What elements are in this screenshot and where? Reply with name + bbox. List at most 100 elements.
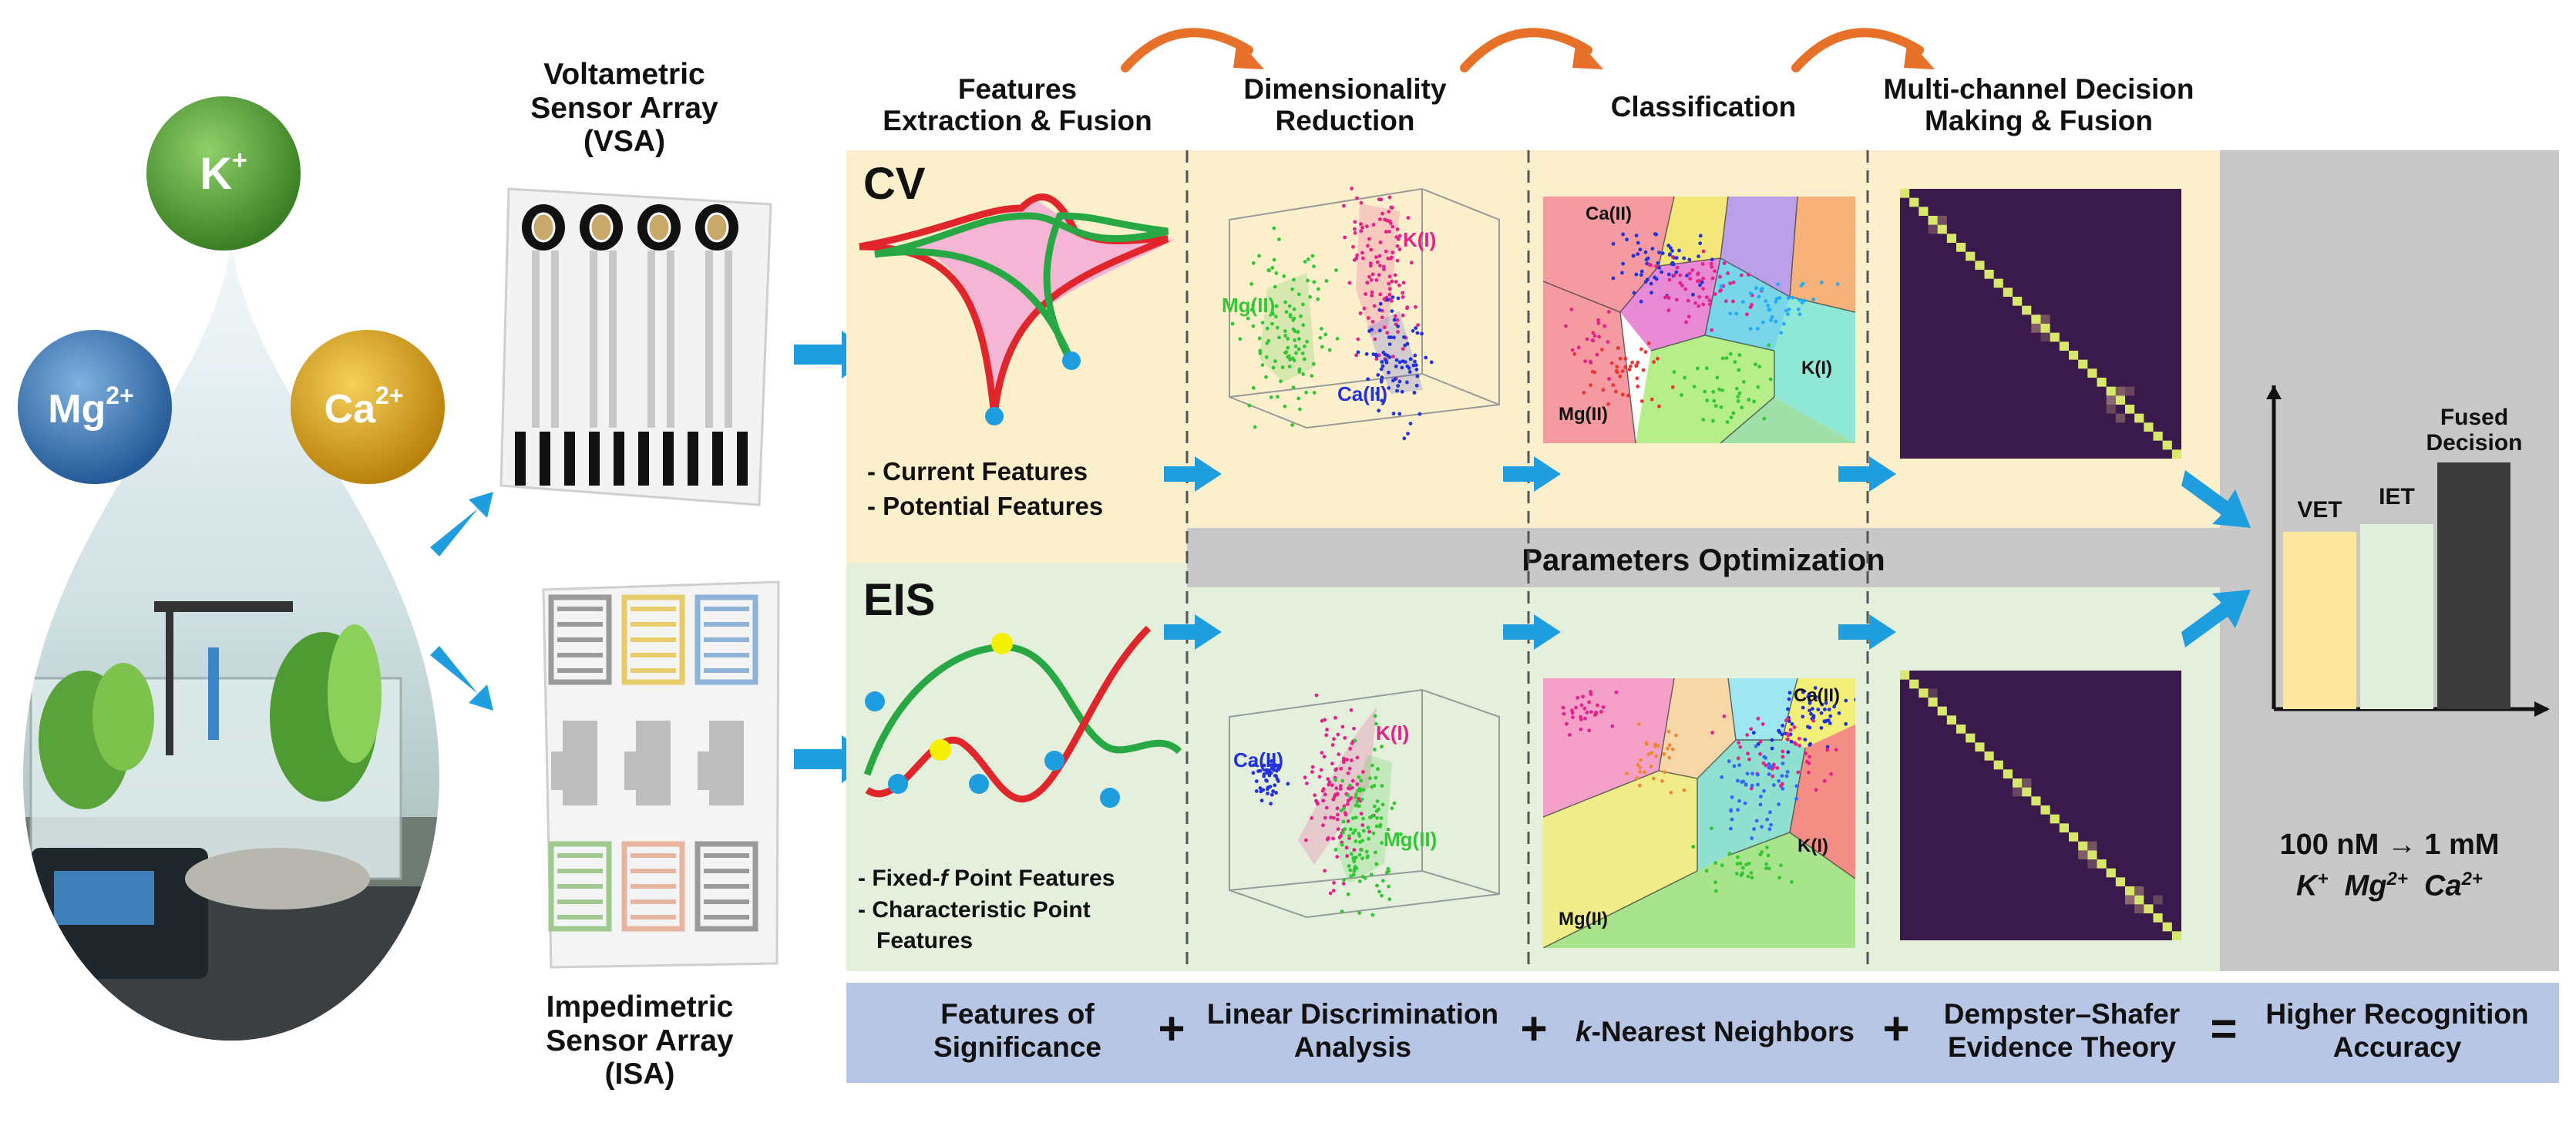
eis-knn-point: [1825, 745, 1830, 749]
matrix-diagonal-cell: [2069, 832, 2079, 842]
cv-lda-point-k: [1353, 227, 1357, 231]
cv-lda-point-k: [1377, 273, 1381, 277]
cv-lda-point-mg: [1258, 351, 1263, 355]
bar-vet: [2283, 532, 2356, 709]
plus-1: +: [1158, 1003, 1185, 1054]
cv-knn-point: [1570, 348, 1575, 352]
eis-lda-point-k: [1344, 846, 1349, 850]
eis-lda-point-ca: [1262, 763, 1266, 768]
cv-knn-point: [1774, 300, 1778, 304]
cv-lda-point-ca: [1387, 386, 1391, 390]
cv-knn-point: [1687, 271, 1692, 276]
matrix-diagonal-cell: [1900, 189, 1910, 198]
matrix-diagonal-cell: [2031, 796, 2041, 805]
eis-knn-point: [1771, 774, 1775, 778]
cv-knn-point: [1649, 281, 1653, 286]
cv-knn-point: [1674, 270, 1679, 274]
eis-knn-point: [1775, 766, 1780, 770]
cv-lda-point-k: [1396, 330, 1400, 334]
eis-lda-point-ca: [1273, 763, 1278, 768]
cv-knn-point: [1718, 289, 1722, 293]
cv-knn-point: [1748, 291, 1753, 296]
cv-lda-point-mg: [1277, 237, 1281, 241]
cv-lda-point-mg: [1283, 329, 1287, 333]
eis-knn-point: [1576, 695, 1580, 700]
eis-knn-point: [1738, 861, 1743, 866]
eis-lda-point-mg: [1340, 778, 1345, 783]
eis-knn-point: [1781, 724, 1785, 728]
cv-lda-point-ca: [1402, 436, 1407, 441]
eis-lda-point-k: [1349, 708, 1354, 712]
cv-knn-point: [1618, 374, 1623, 378]
eis-knn-point: [1740, 871, 1744, 876]
cv-lda-point-ca: [1385, 298, 1390, 302]
eis-lda-point-mg: [1374, 721, 1378, 726]
eis-lda-point-k: [1335, 817, 1340, 822]
cv-lda-point-mg: [1301, 323, 1306, 328]
eis-knn-point: [1804, 759, 1809, 764]
cv-knn-point: [1701, 287, 1705, 291]
cv-lda-point-mg: [1249, 282, 1253, 286]
cv-knn-point: [1592, 370, 1597, 375]
cv-knn-point: [1674, 298, 1679, 302]
cv-knn-point: [1711, 389, 1716, 394]
cv-knn-point: [1674, 256, 1679, 260]
matrix-diagonal-cell: [2162, 440, 2172, 450]
cv-lda-point-ca: [1392, 318, 1397, 322]
mg-ion-label: Mg2+: [48, 382, 134, 432]
cv-lda-point-ca: [1414, 326, 1418, 330]
eis-knn-point: [1646, 752, 1651, 756]
eis-lda-point-k: [1360, 823, 1365, 827]
cv-knn-point: [1639, 269, 1644, 274]
eis-knn-point: [1808, 743, 1812, 747]
eis-lda-point-k: [1320, 718, 1324, 723]
eis-lda-point-ca: [1274, 791, 1278, 795]
cv-knn-point: [1741, 380, 1746, 384]
cv-lda-point-k: [1416, 323, 1420, 328]
eis-knn-point: [1743, 801, 1747, 805]
eis-lda-point-k: [1355, 782, 1360, 786]
cv-lda-point-k: [1351, 244, 1355, 249]
matrix-diagonal-cell: [1993, 760, 2003, 770]
cv-knn-point: [1666, 244, 1671, 247]
cv-lda-point-k: [1374, 357, 1379, 361]
cv-knn-point: [1589, 359, 1592, 364]
cv-lda-point-ca: [1387, 370, 1391, 375]
eis-knn-point: [1801, 714, 1805, 719]
cv-knn-point: [1632, 291, 1636, 295]
cv-knn-point: [1636, 252, 1640, 256]
eis-lda-point-mg: [1387, 869, 1391, 873]
cv-knn-point: [1734, 386, 1739, 391]
eis-lda-point-k: [1313, 793, 1317, 798]
eis-lda-point-mg: [1360, 848, 1364, 852]
eis-lda-point-mg: [1364, 849, 1369, 854]
eis-knn-point: [1789, 739, 1794, 744]
eis-lda-point-mg: [1373, 748, 1377, 751]
plus-2: +: [1520, 1003, 1548, 1054]
cv-knn-point: [1621, 392, 1625, 397]
cv-lda-point-k: [1401, 281, 1406, 285]
eis-lda-point-mg: [1333, 848, 1338, 852]
eis-knn-point: [1764, 866, 1768, 870]
eis-lda-point-ca: [1274, 774, 1279, 778]
cv-lda-point-mg: [1276, 395, 1280, 399]
cv-knn-point: [1666, 308, 1671, 313]
cv-lda-point-ca: [1389, 335, 1393, 339]
eis-knn-point: [1732, 764, 1737, 768]
cv-lda-point-k: [1378, 217, 1382, 221]
eis-knn-point: [1750, 836, 1754, 840]
eis-lda-point-mg: [1378, 822, 1383, 827]
eis-char-point: [930, 739, 951, 761]
cv-knn-point: [1724, 356, 1729, 360]
eis-knn-point: [1638, 769, 1643, 774]
cv-knn-point: [1680, 393, 1683, 397]
eis-knn-point: [1756, 782, 1760, 787]
eis-knn-point: [1750, 876, 1754, 880]
eis-lda-point-ca: [1251, 771, 1256, 775]
eis-knn-point: [1614, 690, 1619, 694]
cv-lda-point-k: [1384, 249, 1388, 254]
cv-lda-point-ca: [1406, 432, 1410, 435]
eis-knn-point: [1587, 728, 1592, 733]
